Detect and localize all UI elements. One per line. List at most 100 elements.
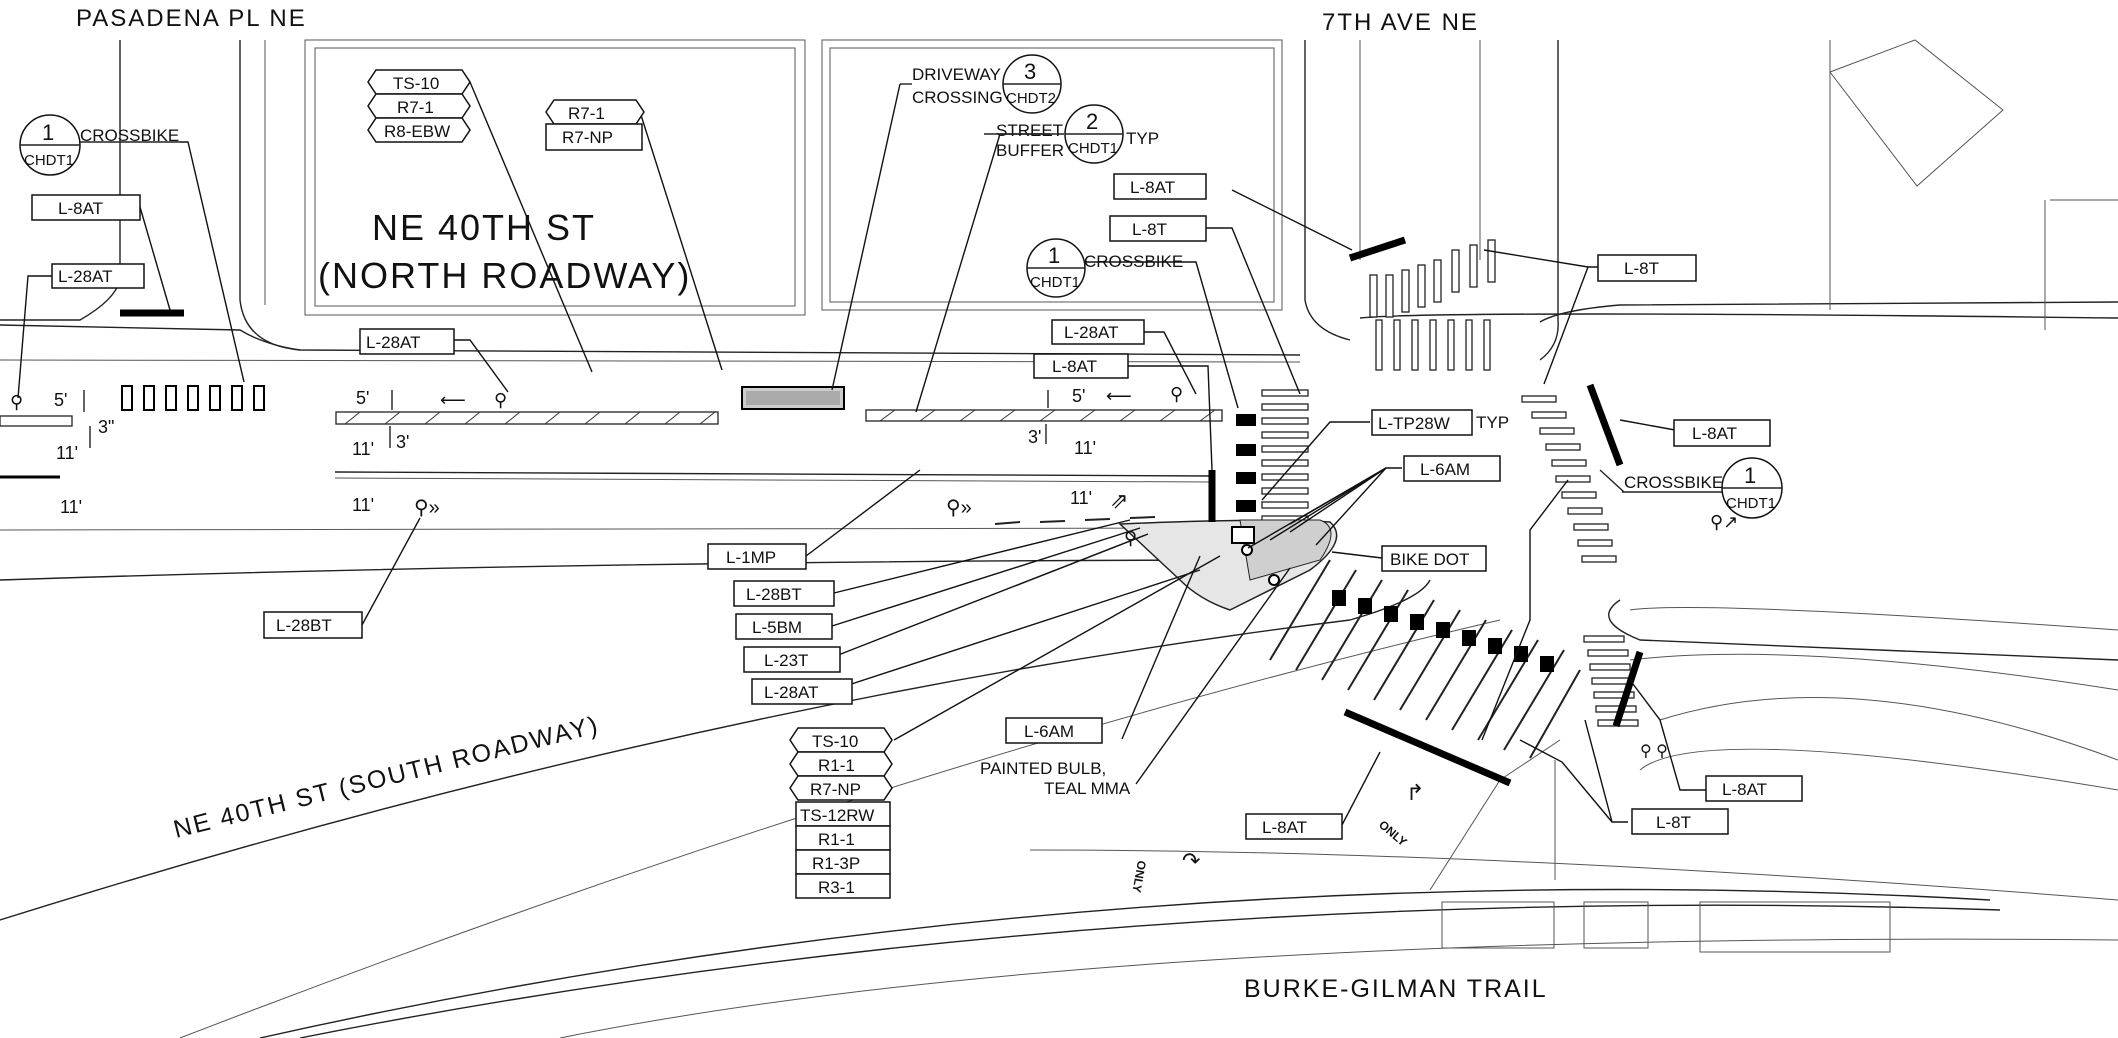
- label-box: L-8AT: [1033, 353, 1129, 379]
- label-box: L-6AM: [1403, 455, 1501, 482]
- svg-text:R1-3P: R1-3P: [812, 854, 860, 873]
- svg-text:TS-10: TS-10: [393, 74, 439, 93]
- svg-text:L-5BM: L-5BM: [752, 618, 802, 637]
- bike-symbol: ⚲»: [414, 497, 440, 519]
- label-box: L-1MP: [707, 543, 807, 570]
- svg-text:CROSSING: CROSSING: [912, 88, 1003, 107]
- tp28w-typ: TYP: [1476, 413, 1509, 432]
- bike-symbol: ⚲ ⚲: [1640, 743, 1668, 760]
- svg-text:L-28AT: L-28AT: [764, 683, 819, 702]
- svg-text:3': 3': [1028, 427, 1041, 447]
- svg-text:5': 5': [54, 390, 67, 410]
- label-box: L-8T: [1109, 215, 1207, 242]
- svg-text:STREET: STREET: [996, 121, 1063, 140]
- label-box: L-23T: [743, 646, 841, 673]
- svg-text:R7-1: R7-1: [397, 98, 434, 117]
- svg-text:L-1MP: L-1MP: [726, 548, 776, 567]
- bike-symbol: ⚲: [1124, 528, 1137, 548]
- bike-symbol: ⚲»: [946, 497, 972, 519]
- svg-text:L-8AT: L-8AT: [1692, 424, 1737, 443]
- street-trail: BURKE-GILMAN TRAIL: [1244, 975, 1548, 1003]
- arrow-left-icon: ⟵: [440, 390, 466, 410]
- svg-text:L-8AT: L-8AT: [1052, 357, 1097, 376]
- street-pasadena: PASADENA PL NE: [76, 5, 307, 32]
- street-south-roadway: NE 40TH ST (SOUTH ROADWAY): [171, 711, 602, 844]
- detail-callout-crossbike-left: 1 CHDT1 CROSSBIKE: [19, 114, 180, 176]
- svg-text:3": 3": [98, 417, 114, 437]
- street-seventh: 7TH AVE NE: [1322, 9, 1479, 36]
- svg-text:1: 1: [1744, 463, 1756, 488]
- svg-text:L-28AT: L-28AT: [58, 267, 113, 286]
- base-linework: [0, 39, 2118, 1038]
- arrow-left-icon: ⟵: [1106, 386, 1132, 406]
- svg-text:11': 11': [60, 497, 82, 517]
- svg-text:DRIVEWAY: DRIVEWAY: [912, 65, 1001, 84]
- svg-text:CHDT1: CHDT1: [1030, 274, 1080, 291]
- detail-callout-crossbike-right: 1 CHDT1 CROSSBIKE: [1599, 457, 1783, 519]
- svg-text:CHDT1: CHDT1: [1726, 495, 1776, 512]
- svg-text:BUFFER: BUFFER: [996, 141, 1064, 160]
- label-box: L-28AT: [359, 328, 455, 355]
- crossbike-left: [121, 385, 265, 411]
- svg-text:L-6AM: L-6AM: [1024, 722, 1074, 741]
- svg-text:CROSSBIKE: CROSSBIKE: [1084, 252, 1183, 271]
- painted-bulb: [1118, 519, 1338, 611]
- sign-stack-a: TS-10 R7-1 R8-EBW: [367, 69, 471, 143]
- svg-text:L-6AM: L-6AM: [1420, 460, 1470, 479]
- svg-text:3': 3': [396, 432, 409, 452]
- label-box: L-8T: [1597, 254, 1697, 282]
- bike-lane-buffers: [0, 386, 1223, 525]
- svg-text:5': 5': [356, 388, 369, 408]
- svg-text:11': 11': [1074, 438, 1096, 458]
- svg-text:L-8AT: L-8AT: [1130, 178, 1175, 197]
- label-box: L-28AT: [51, 263, 145, 289]
- svg-text:1: 1: [1048, 243, 1060, 268]
- svg-text:L-8T: L-8T: [1132, 220, 1167, 239]
- svg-text:L-28AT: L-28AT: [366, 333, 421, 352]
- svg-text:BIKE DOT: BIKE DOT: [1390, 550, 1469, 569]
- label-box: L-28BT: [263, 611, 363, 639]
- svg-text:11': 11': [1070, 488, 1092, 508]
- stop-bars: [120, 236, 1644, 787]
- svg-text:L-28BT: L-28BT: [746, 585, 802, 604]
- svg-text:L-8AT: L-8AT: [1722, 780, 1767, 799]
- svg-text:R8-EBW: R8-EBW: [384, 122, 450, 141]
- svg-text:5': 5': [1072, 386, 1085, 406]
- painted-bulb-note: PAINTED BULB, TEAL MMA: [980, 759, 1131, 798]
- pavement-only: ONLY: [1129, 859, 1148, 893]
- svg-text:L-28BT: L-28BT: [276, 616, 332, 635]
- label-box: L-28AT: [751, 678, 853, 705]
- bike-symbol: ⚲: [1170, 384, 1183, 404]
- svg-text:L-8T: L-8T: [1656, 813, 1691, 832]
- svg-text:TYP: TYP: [1126, 129, 1159, 148]
- svg-text:L-8AT: L-8AT: [58, 199, 103, 218]
- svg-text:R7-1: R7-1: [568, 104, 605, 123]
- crosswalk-west-leg: [1236, 389, 1309, 538]
- bike-symbol: ⚲: [494, 390, 507, 410]
- sign-stack-b: R7-1 R7-NP: [545, 99, 645, 151]
- label-box: L-8AT: [1705, 775, 1803, 802]
- svg-text:PAINTED BULB,: PAINTED BULB,: [980, 759, 1106, 778]
- label-box: L-8AT: [1673, 419, 1771, 447]
- turn-arrow-icon: ⇗: [1110, 488, 1128, 513]
- dimensions: 5' 3" 11' 11' 5' 3' 11' 11' 5' 3' 11' 11…: [54, 386, 1096, 517]
- street-north-roadway-sub: (NORTH ROADWAY): [318, 255, 691, 296]
- label-box: L-28BT: [733, 580, 835, 607]
- svg-text:CHDT1: CHDT1: [24, 152, 74, 169]
- pavement-only: ONLY: [1376, 818, 1410, 849]
- svg-text:R1-1: R1-1: [818, 830, 855, 849]
- svg-text:CHDT2: CHDT2: [1006, 90, 1056, 107]
- svg-text:L-TP28W: L-TP28W: [1378, 414, 1450, 433]
- bike-symbol: ⚲: [10, 392, 23, 412]
- label-box: L-8T: [1631, 808, 1729, 835]
- label-box: BIKE DOT: [1381, 545, 1487, 572]
- crosswalk-north: [1369, 239, 1496, 371]
- turn-arrow-icon: ↱: [1406, 780, 1424, 805]
- svg-text:TS-12RW: TS-12RW: [800, 806, 874, 825]
- detail-callout-crossbike-mid: 1 CHDT1 CROSSBIKE: [1026, 238, 1183, 298]
- svg-text:CROSSBIKE: CROSSBIKE: [1624, 473, 1723, 492]
- leader-lines: [17, 81, 1708, 826]
- detail-callout-driveway: 3 CHDT2 DRIVEWAY CROSSING: [900, 54, 1062, 114]
- svg-text:R7-NP: R7-NP: [562, 128, 613, 147]
- crossbike-diagonal: [1269, 559, 1639, 759]
